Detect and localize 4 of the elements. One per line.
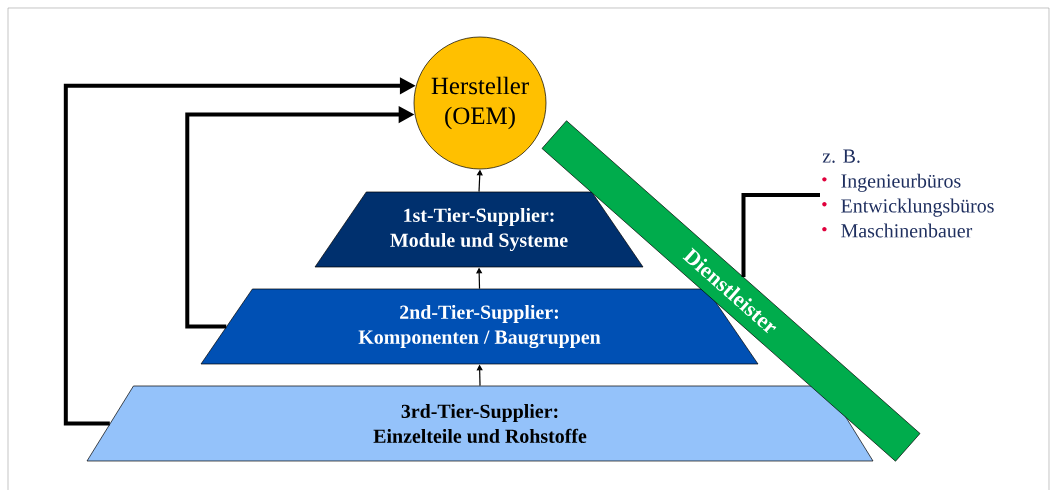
node-label: z. B. — [822, 149, 860, 163]
tier-trapezoid: 3rd-Tier-Supplier: Einzelteile und Rohstoffe — [86, 385, 874, 462]
tier-trapezoid: 1st-Tier-Supplier: Module und Systeme — [314, 191, 644, 268]
connector-line — [741, 193, 820, 277]
